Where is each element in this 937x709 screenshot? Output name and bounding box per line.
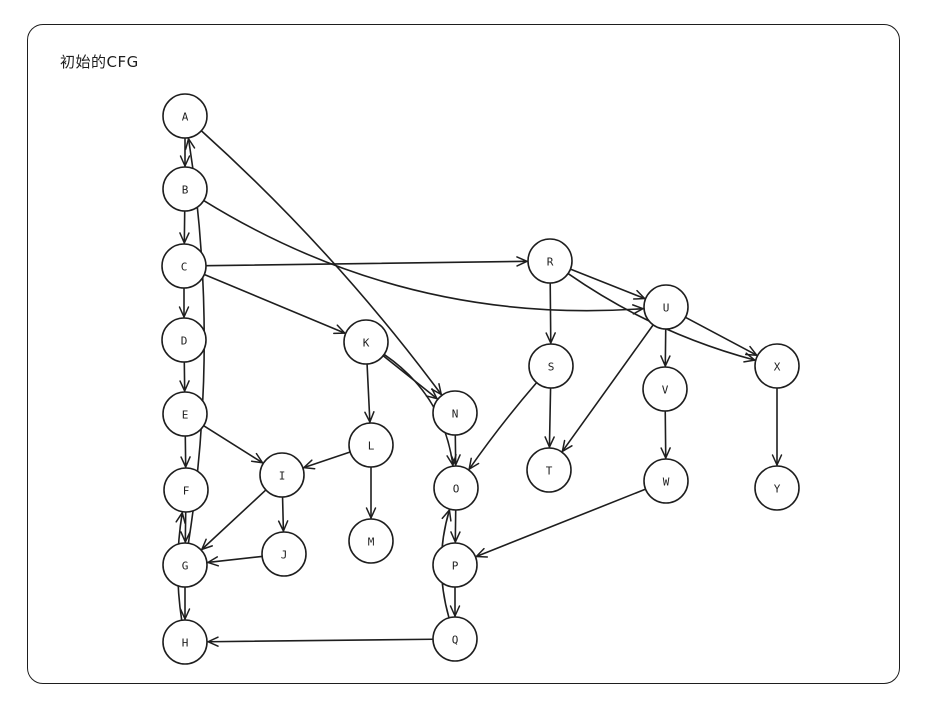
node-m: M xyxy=(348,518,394,564)
node-label: J xyxy=(281,549,288,562)
node-label: F xyxy=(183,485,190,498)
node-o: O xyxy=(433,465,479,511)
node-u: U xyxy=(643,284,689,330)
node-label: R xyxy=(547,256,554,269)
node-label: D xyxy=(181,335,188,348)
node-label: N xyxy=(452,408,459,421)
edge-c-k xyxy=(203,273,346,335)
edge-s-o xyxy=(468,381,538,470)
node-circle xyxy=(162,619,208,665)
node-label: I xyxy=(279,470,286,483)
node-label: K xyxy=(363,337,370,350)
node-t: T xyxy=(526,447,572,493)
edge-v-w xyxy=(660,410,671,459)
node-g: G xyxy=(162,542,208,588)
node-c: C xyxy=(161,243,207,289)
node-circle xyxy=(432,390,478,436)
node-label: Y xyxy=(774,483,781,496)
diagram-frame xyxy=(27,24,900,684)
edge-a-n xyxy=(200,129,443,396)
node-circle xyxy=(348,518,394,564)
node-circle xyxy=(259,452,305,498)
node-j: J xyxy=(261,531,307,577)
node-circle xyxy=(163,467,209,513)
node-d: D xyxy=(161,317,207,363)
node-label: A xyxy=(182,111,189,124)
edge-w-p xyxy=(475,488,647,558)
node-p: P xyxy=(432,542,478,588)
edge-u-t xyxy=(561,324,654,453)
edge-r-s xyxy=(545,282,556,344)
node-circle xyxy=(432,542,478,588)
node-circle xyxy=(162,166,208,212)
node-circle xyxy=(161,243,207,289)
edge-q-h xyxy=(207,636,434,647)
node-i: I xyxy=(259,452,305,498)
node-label: O xyxy=(453,483,460,496)
node-circle xyxy=(348,422,394,468)
node-h: H xyxy=(162,619,208,665)
node-y: Y xyxy=(754,465,800,511)
diagram-title: 初始的CFG xyxy=(60,53,139,71)
node-label: W xyxy=(663,476,670,489)
node-label: B xyxy=(182,184,189,197)
node-circle xyxy=(433,465,479,511)
node-e: E xyxy=(162,391,208,437)
node-s: S xyxy=(528,343,574,389)
node-label: S xyxy=(548,361,555,374)
edge-e-i xyxy=(202,424,264,464)
node-k: K xyxy=(343,319,389,365)
edge-k-l xyxy=(364,363,375,423)
node-label: E xyxy=(182,409,189,422)
node-x: X xyxy=(754,343,800,389)
edge-i-j xyxy=(277,496,289,532)
node-circle xyxy=(432,616,478,662)
node-label: P xyxy=(452,560,459,573)
node-circle xyxy=(643,284,689,330)
edge-b-u xyxy=(202,199,644,315)
edge-s-t xyxy=(544,387,555,448)
node-label: L xyxy=(368,440,375,453)
node-circle xyxy=(526,447,572,493)
node-circle xyxy=(754,465,800,511)
node-f: F xyxy=(163,467,209,513)
node-label: Q xyxy=(452,634,459,647)
node-r: R xyxy=(527,238,573,284)
node-circle xyxy=(162,93,208,139)
node-b: B xyxy=(162,166,208,212)
node-l: L xyxy=(348,422,394,468)
node-circle xyxy=(162,391,208,437)
edge-k-o xyxy=(383,353,457,467)
node-w: W xyxy=(643,458,689,504)
node-label: G xyxy=(182,560,189,573)
node-circle xyxy=(161,317,207,363)
node-n: N xyxy=(432,390,478,436)
node-label: M xyxy=(368,536,375,549)
edge-l-i xyxy=(302,451,351,470)
node-a: A xyxy=(162,93,208,139)
edge-u-x xyxy=(684,316,758,357)
node-label: C xyxy=(181,261,188,274)
node-label: H xyxy=(182,637,189,650)
node-circle xyxy=(261,531,307,577)
node-circle xyxy=(343,319,389,365)
node-circle xyxy=(754,343,800,389)
edge-i-g xyxy=(201,489,267,551)
node-label: U xyxy=(663,302,670,315)
edge-r-u xyxy=(569,268,646,300)
node-circle xyxy=(528,343,574,389)
edge-c-r xyxy=(205,256,528,267)
node-q: Q xyxy=(432,616,478,662)
node-circle xyxy=(162,542,208,588)
node-circle xyxy=(642,366,688,412)
node-circle xyxy=(643,458,689,504)
edge-j-g xyxy=(207,555,263,567)
node-label: T xyxy=(546,465,553,478)
node-v: V xyxy=(642,366,688,412)
node-circle xyxy=(527,238,573,284)
node-label: V xyxy=(662,384,669,397)
node-label: X xyxy=(774,361,781,374)
